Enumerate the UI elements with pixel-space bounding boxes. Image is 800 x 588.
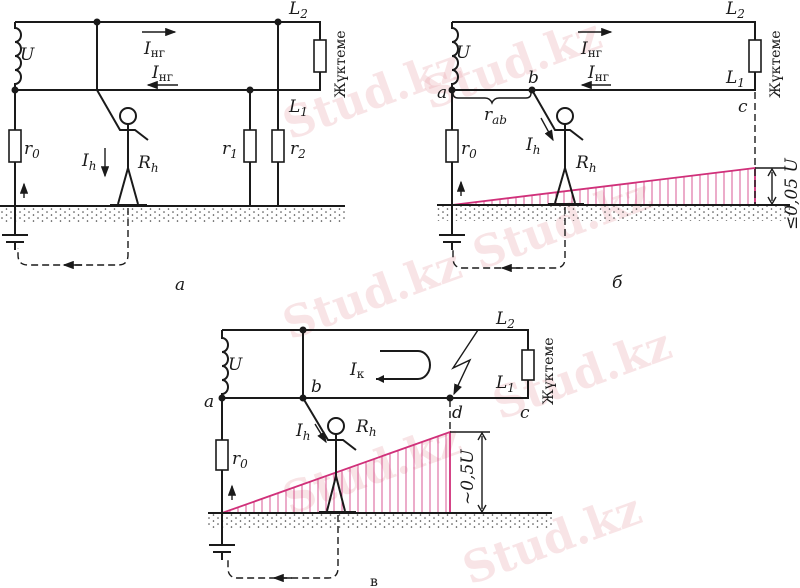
label-u: U — [456, 43, 471, 63]
r0-resistor — [8, 129, 22, 163]
label-r0: r0 — [461, 139, 477, 161]
label-ih: Ih — [525, 135, 540, 157]
svg-text:Stud.kz: Stud.kz — [466, 169, 658, 280]
label-i-return: Iнг — [151, 63, 173, 84]
panel-a: U L2 L1 Iнг Iнг r0 r1 r2 Ih Rh Жүктеме а — [0, 0, 349, 295]
caption-a: а — [175, 275, 185, 295]
rab-brace — [452, 92, 532, 105]
label-r0: r0 — [24, 139, 40, 161]
label-ih: Ih — [81, 151, 96, 173]
touch-wire — [96, 22, 149, 141]
soil — [208, 513, 552, 529]
person-icon — [110, 107, 147, 206]
label-ih: Ih — [295, 421, 310, 443]
ik-arrow-icon — [376, 375, 384, 383]
label-load: Жүктеме — [541, 337, 557, 405]
label-l1: L1 — [725, 68, 745, 90]
dimension-arrows-icon — [477, 431, 487, 514]
load-resistor — [313, 39, 327, 73]
label-ik: Iк — [349, 360, 365, 381]
dimension-arrows-icon — [767, 167, 777, 206]
ground-symbol-icon — [209, 544, 235, 560]
touch-wire — [531, 89, 584, 141]
r0-resistor — [445, 129, 459, 163]
person-icon — [548, 107, 584, 205]
label-i-return: Iнг — [587, 63, 609, 84]
label-node-a: a — [204, 392, 214, 412]
coil-icon — [14, 22, 22, 90]
touch-wire — [302, 397, 357, 451]
phase-lines — [15, 21, 321, 91]
ik-loop — [376, 350, 431, 380]
label-l2: L2 — [495, 309, 515, 331]
coil-icon — [451, 22, 459, 90]
soil — [0, 206, 345, 222]
label-voltage: ~0,5U — [458, 449, 478, 505]
ground-symbol-icon — [2, 234, 28, 250]
ih-arrow — [314, 423, 327, 444]
label-u: U — [228, 355, 243, 375]
svg-text:Stud.kz: Stud.kz — [486, 319, 678, 430]
phase-lines — [452, 21, 756, 91]
phase-lines — [222, 329, 529, 399]
coil-icon — [221, 330, 229, 398]
person-icon — [319, 417, 356, 513]
label-i-forward: Iнг — [143, 39, 165, 60]
r2-resistor — [271, 129, 285, 163]
panel-c: U L2 L1 Iк a b c d r0 Ih Rh ~0,5U Жүктем… — [204, 309, 557, 588]
label-u: U — [20, 45, 35, 65]
panel-b: U L2 L1 Iнг Iнг a b c rab r0 Ih Rh ≤0,05… — [437, 0, 800, 293]
label-rh: Rh — [355, 417, 377, 439]
label-rh: Rh — [137, 153, 159, 175]
label-rh: Rh — [575, 153, 597, 175]
load-resistor — [748, 39, 762, 73]
ih-arrow — [540, 117, 554, 142]
potential-hatch — [459, 168, 749, 205]
load-resistor — [521, 349, 535, 381]
svg-text:Stud.kz: Stud.kz — [456, 484, 648, 588]
label-node-b: b — [311, 377, 322, 397]
label-l1: L1 — [495, 373, 515, 395]
label-load: Жүктеме — [333, 30, 349, 98]
label-r0: r0 — [232, 449, 248, 471]
svg-text:Stud.kz: Stud.kz — [276, 239, 468, 350]
label-l1: L1 — [288, 97, 308, 119]
insulation-resistance-wires — [249, 22, 279, 206]
return-current-path — [17, 208, 129, 266]
label-node-b: b — [528, 68, 539, 88]
caption-c: в — [370, 574, 378, 588]
label-node-c: c — [738, 97, 748, 117]
short-circuit-lightning-icon — [451, 329, 479, 396]
label-l2: L2 — [288, 0, 308, 21]
caption-b: б — [612, 273, 623, 293]
label-node-c: c — [520, 403, 530, 423]
label-node-d: d — [452, 403, 463, 423]
label-voltage: ≤0,05 U — [782, 158, 800, 230]
label-i-forward: Iнг — [580, 39, 602, 60]
label-rab: rab — [484, 105, 507, 127]
soil — [437, 205, 790, 221]
svg-text:Stud.kz: Stud.kz — [416, 9, 608, 120]
label-node-a: a — [437, 83, 447, 103]
r0-resistor — [215, 439, 229, 471]
label-load: Жүктеме — [768, 30, 784, 98]
label-l2: L2 — [725, 0, 745, 21]
label-r2: r2 — [290, 139, 306, 161]
ground-symbol-icon — [439, 234, 465, 250]
r1-resistor — [243, 129, 257, 163]
label-r1: r1 — [222, 139, 238, 161]
